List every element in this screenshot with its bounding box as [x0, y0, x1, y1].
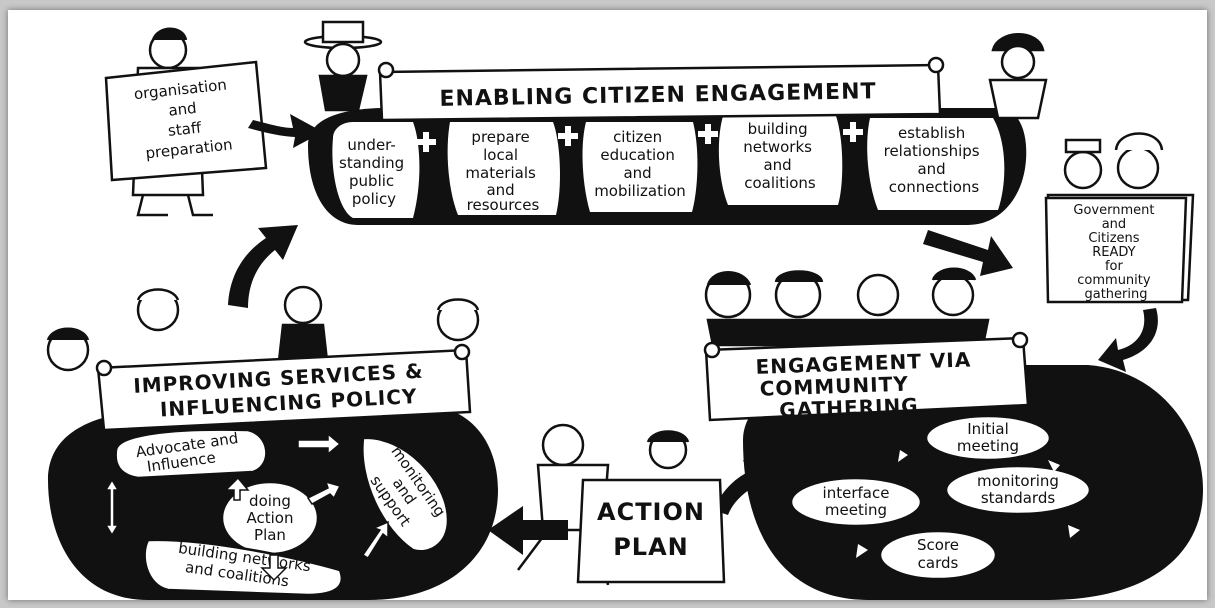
- arrow-icon: [248, 114, 323, 148]
- character-icon: [303, 20, 383, 112]
- top-cell-1-text: under- standing public policy: [339, 136, 409, 208]
- improving-item-advocate: Advocate andInfluence: [114, 428, 268, 480]
- svg-text:Government and Cit: Government and Citizens READY for commun…: [1073, 203, 1158, 302]
- top-cell-2-text: prepare local materials and resources: [465, 128, 540, 214]
- svg-text:prepare local material: prepare local materials and resources: [465, 128, 540, 214]
- arrow-icon: [1098, 308, 1158, 372]
- arrow-icon: [923, 230, 1013, 276]
- arrow-icon: [488, 506, 568, 555]
- svg-text:citizen education and: citizen education and mobilization: [594, 128, 686, 200]
- svg-text:building networks and: building networks and coalitions: [743, 120, 817, 192]
- government-sign: Government and Citizens READY for commun…: [1044, 196, 1188, 304]
- arrow-icon: [104, 432, 389, 582]
- arrow-icon: [228, 225, 298, 308]
- top-cell-4-text: building networks and coalitions: [743, 120, 817, 192]
- character-icon: [988, 33, 1048, 120]
- top-banner: ENABLING CITIZEN ENGAGEMENT: [377, 56, 945, 122]
- svg-text:establish relationships: establish relationships and connections: [884, 124, 985, 196]
- improving-banner: IMPROVING SERVICES & INFLUENCING POLICY: [95, 343, 472, 432]
- engagement-banner: ENGAGEMENT VIA COMMUNITY GATHERING: [703, 331, 1030, 422]
- top-plus-signs: [416, 122, 863, 152]
- arrow-icon: [856, 450, 1080, 558]
- organisation-sign: organisation and staff preparation: [104, 60, 268, 182]
- top-cell-5-text: establish relationships and connections: [884, 124, 985, 196]
- character-icon: [704, 267, 990, 347]
- top-cell-3-text: citizen education and mobilization: [594, 128, 686, 200]
- svg-text:under- standing public: under- standing public policy: [339, 136, 409, 208]
- citizen-engagement-cycle-diagram: ENABLING CITIZEN ENGAGEMENT under- stand…: [46, 20, 1203, 600]
- diagram-canvas: ENABLING CITIZEN ENGAGEMENT under- stand…: [8, 10, 1207, 600]
- top-cell-shapes: [332, 116, 1005, 218]
